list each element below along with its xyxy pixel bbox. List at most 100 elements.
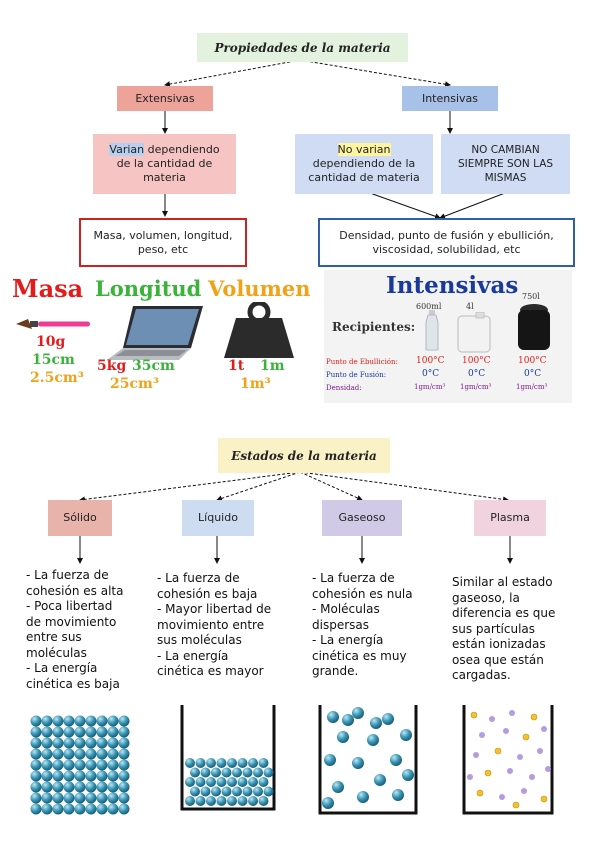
ebullicion-1: 100°C (416, 356, 445, 366)
particle (337, 731, 349, 743)
particle (107, 792, 119, 804)
particle (237, 777, 248, 787)
particle (327, 711, 339, 723)
particle (52, 715, 64, 727)
particle (118, 715, 130, 727)
particle (473, 752, 479, 758)
row-label-densidad: Densidad: (326, 384, 362, 392)
volumen-value-3: 1m³ (240, 376, 271, 392)
particle (96, 715, 108, 727)
particle (74, 792, 86, 804)
extensivas-examples-box: Masa, volumen, longitud, peso, etc (79, 218, 247, 267)
solido-line: moléculas (26, 645, 87, 660)
particle (96, 726, 108, 738)
extensivas-desc: Varian dependiendo de la cantidad de mat… (103, 143, 226, 185)
particle (530, 713, 538, 721)
particle (185, 796, 195, 806)
particle (63, 737, 75, 749)
particle (74, 759, 86, 771)
particle (390, 754, 402, 766)
ebullicion-3: 100°C (518, 356, 547, 366)
liquido-line: cohesión es baja (157, 586, 258, 601)
particle (63, 770, 75, 782)
particle (221, 767, 232, 778)
weight-icon (224, 302, 294, 358)
particle (541, 726, 547, 732)
particle (512, 801, 520, 809)
particle (342, 714, 354, 726)
particle (507, 768, 513, 774)
particle (367, 734, 379, 746)
liquido-line: - La fuerza de (157, 571, 240, 585)
liquido-line: sus moléculas (157, 633, 242, 647)
solido-line: - La fuerza de (26, 568, 109, 582)
particle (248, 758, 258, 768)
particle (211, 767, 221, 778)
particle (107, 737, 119, 749)
particle (107, 715, 119, 727)
particle (107, 759, 119, 771)
propiedades-title: Propiedades de la materia (214, 40, 391, 55)
particle (96, 770, 108, 782)
fusion-1: 0°C (422, 369, 440, 379)
gaseoso-label: Gaseoso (338, 511, 386, 524)
particle (248, 777, 258, 787)
intensivas-desc1: No varian dependiendo de la cantidad de … (301, 143, 427, 185)
particle (227, 758, 237, 768)
solido-line: entre sus (26, 630, 82, 644)
particle (107, 770, 119, 782)
particle (206, 777, 216, 787)
bottle-icon (425, 310, 439, 351)
extensivas-desc-rest: dependiendo de la cantidad de materia (116, 143, 220, 184)
particle (96, 803, 108, 815)
particle (118, 748, 130, 760)
estados-title-box: Estados de la materia (218, 438, 390, 473)
particle (195, 758, 206, 768)
particle (322, 797, 334, 809)
intensivas-desc2: NO CAMBIAN SIEMPRE SON LAS MISMAS (457, 144, 554, 184)
particle (489, 716, 495, 722)
liquido-line: cinética es mayor (157, 664, 264, 678)
particle (52, 737, 64, 749)
particle (96, 781, 108, 793)
extensivas-label: Extensivas (135, 91, 195, 105)
plasma-line: cargadas. (452, 668, 511, 682)
particle (30, 759, 42, 771)
extensivas-image: Masa Longitud Volumen 10g 15cm 2.5cm³ 5k… (12, 270, 324, 398)
gas-particles-illustration (318, 705, 418, 815)
particle (30, 726, 42, 738)
particle (85, 770, 97, 782)
particle (52, 726, 64, 738)
longitud-title: Longitud (95, 276, 202, 301)
particle (509, 710, 515, 716)
particle (85, 781, 97, 793)
particle (227, 796, 237, 806)
volumen-title: Volumen (208, 276, 311, 301)
particle (96, 759, 108, 771)
particle (52, 792, 64, 804)
estados-title: Estados de la materia (231, 448, 377, 463)
particle (232, 786, 242, 797)
longitud-value-1: 5kg (97, 358, 127, 374)
particle (30, 803, 42, 815)
particle (107, 726, 119, 738)
gaseoso-line: dispersas (312, 617, 369, 632)
liquido-label: Líquido (198, 511, 238, 524)
liquido-line: - Mayor libertad de (157, 602, 272, 616)
particle (206, 758, 216, 768)
particle (258, 758, 269, 768)
volume-label-2: 4l (466, 302, 474, 311)
solid-particles-illustration (30, 715, 130, 815)
intensivas-image: Intensivas 600ml 4l 750l Recipientes: Pu… (324, 270, 572, 403)
particle (85, 726, 97, 738)
gaseoso-line: - La fuerza de (312, 571, 395, 585)
particle (30, 770, 42, 782)
masa-value-3: 2.5cm³ (30, 370, 84, 386)
particle (74, 737, 86, 749)
solido-line: cohesión es alta (26, 583, 124, 598)
particle (227, 777, 237, 787)
particle (237, 758, 248, 768)
intensivas-desc1-box: No varian dependiendo de la cantidad de … (295, 134, 433, 194)
particle (41, 726, 53, 738)
